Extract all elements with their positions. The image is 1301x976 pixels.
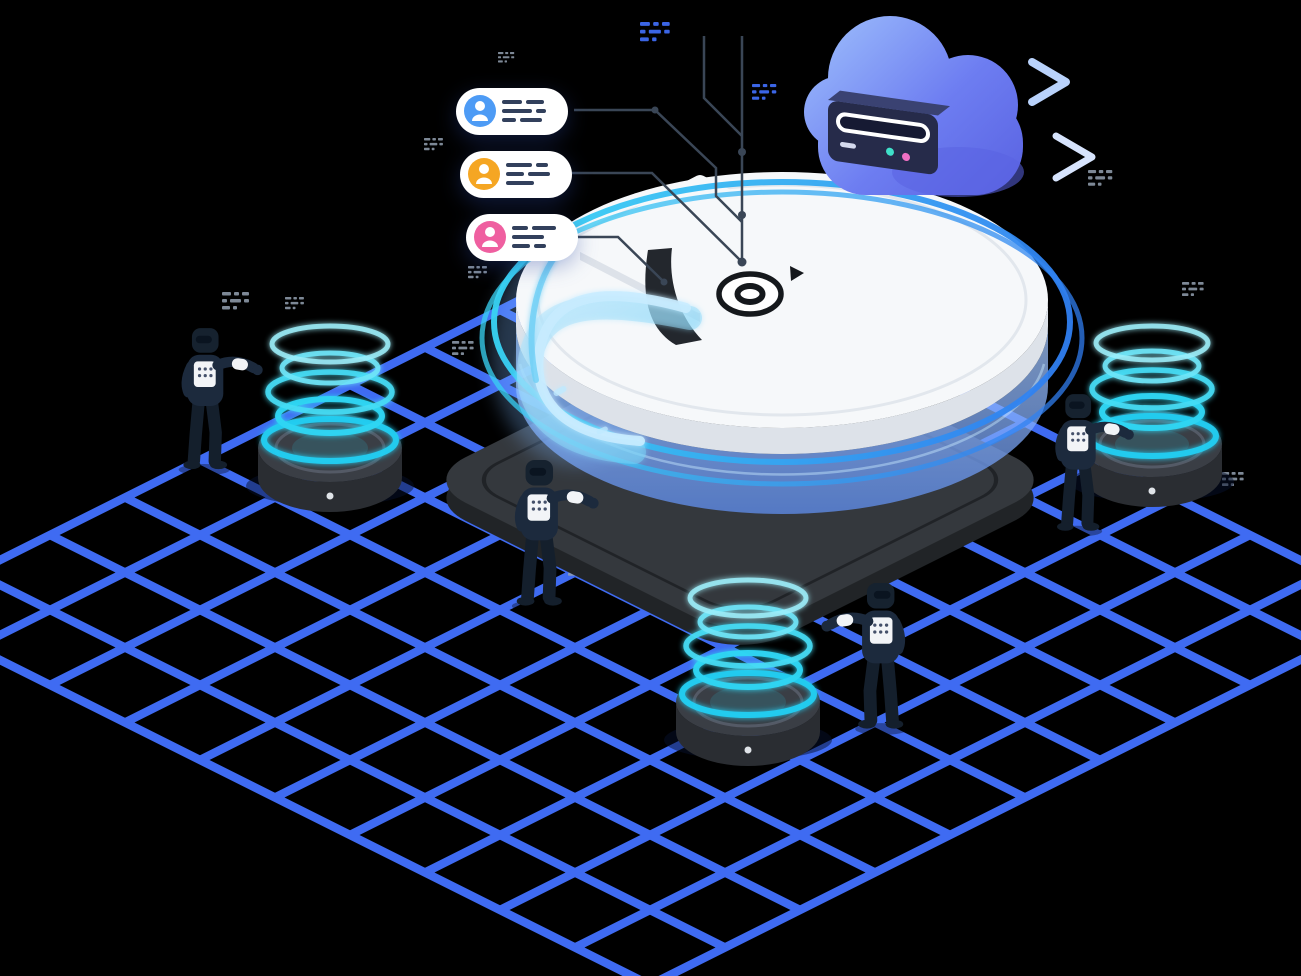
chat-bubbles (456, 88, 578, 261)
message-text-lines (512, 226, 556, 248)
circuit-node (738, 148, 746, 156)
server-top-face (828, 90, 950, 116)
circuit-lines (570, 36, 747, 286)
avatar-shoulders (476, 177, 492, 184)
chevron-right-icon (1052, 132, 1096, 182)
circuit-node (651, 106, 659, 114)
pad-groove (274, 422, 386, 474)
circuit-node (737, 257, 747, 267)
circuit-line (702, 36, 743, 137)
message-text-lines (506, 163, 550, 185)
pad-indicator-dot (326, 492, 334, 500)
cloud-server (804, 16, 1096, 197)
energy-ring (1093, 323, 1211, 363)
binary-glyph-icon (1088, 170, 1113, 186)
avatar-head (485, 227, 495, 237)
play-triangle-icon (790, 266, 804, 281)
server-box-icon (828, 90, 950, 175)
stream-band (533, 291, 691, 446)
binary-glyph-icon (222, 292, 249, 310)
pad-side (676, 702, 820, 766)
teleport-pad-left (246, 323, 414, 512)
energy-rings (261, 323, 399, 464)
chat-bubble-1 (456, 88, 568, 135)
binary-glyph-icon (1182, 282, 1204, 296)
energy-ring (1102, 348, 1202, 384)
teleport-pad-bottom (664, 577, 832, 766)
pad-indicator-dot (1148, 487, 1156, 495)
energy-ring (679, 670, 817, 718)
avatar-shoulders (482, 240, 498, 247)
energy-ring (687, 577, 809, 619)
binary-glyph-icon (424, 138, 443, 151)
circuit-line (570, 171, 743, 263)
server-label-dash (840, 142, 856, 149)
energy-ring (693, 650, 803, 690)
energy-ring (683, 623, 813, 669)
circuit-node (738, 211, 746, 219)
target-inner-ring (734, 283, 766, 305)
energy-ring (1099, 393, 1205, 431)
binary-glyph-icon (285, 297, 304, 310)
target-icon (716, 266, 804, 317)
blue-loop (491, 179, 1073, 465)
server-led-pink (902, 152, 910, 162)
pad-indicator-dot (744, 746, 752, 754)
message-text-lines (502, 100, 546, 122)
energy-ring (697, 604, 799, 640)
pad-side (1082, 444, 1222, 507)
robot-figure-left (179, 328, 263, 475)
circuit-line (576, 235, 665, 283)
avatar-head (479, 164, 489, 174)
chat-bubble-2 (460, 151, 572, 198)
blue-loop (479, 189, 1085, 487)
server-slot (836, 112, 930, 144)
stream-sparkle (553, 386, 567, 396)
energy-ring (275, 396, 385, 436)
pad-groove (692, 676, 804, 728)
server-disc-stack (479, 172, 1085, 514)
energy-ring (279, 350, 381, 386)
binary-glyph-icon (498, 52, 515, 63)
avatar-shoulders (472, 114, 488, 121)
circuit-node (660, 278, 668, 286)
avatar-head (475, 101, 485, 111)
energy-rings (679, 577, 817, 718)
energy-rings (1085, 323, 1219, 459)
energy-ring (265, 369, 395, 415)
energy-ring (269, 323, 391, 365)
binary-glyph-icon (468, 266, 487, 279)
energy-ring (1089, 367, 1215, 411)
binary-glyph-icon (452, 341, 474, 355)
pad-glow (292, 432, 368, 464)
pad-glow (710, 686, 786, 718)
stream-sparkle (596, 426, 608, 435)
circuit-line (574, 108, 743, 223)
pad-groove (1098, 419, 1206, 469)
pad-side (258, 448, 402, 512)
energy-ring (261, 416, 399, 464)
chat-bubble-3 (466, 214, 578, 261)
disc-side (516, 300, 1048, 454)
teleport-pad-right (1070, 323, 1234, 507)
chevron-right-icon (1028, 58, 1070, 106)
binary-glyph-icon (640, 22, 670, 42)
server-led-teal (886, 147, 894, 156)
binary-glyph-icon (752, 84, 777, 100)
